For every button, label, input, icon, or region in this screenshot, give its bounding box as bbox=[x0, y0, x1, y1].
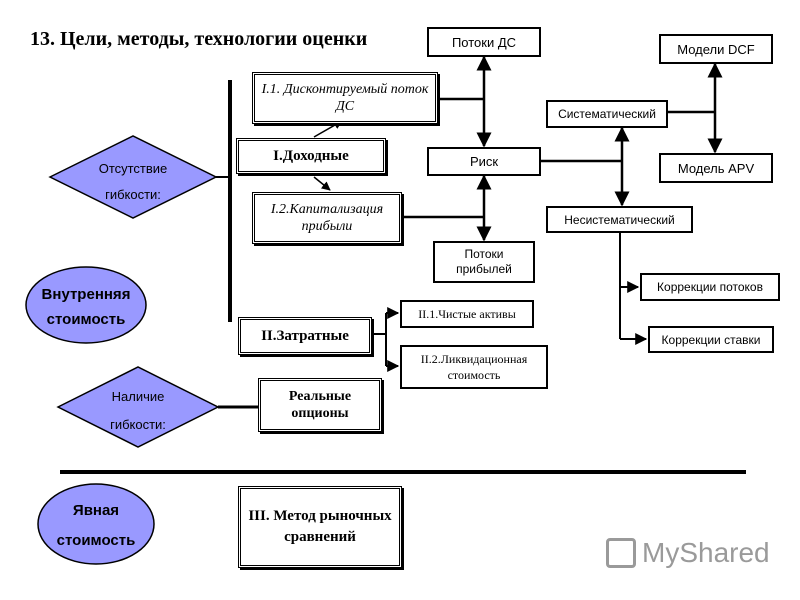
no-flex-label: Отсутствие гибкости: bbox=[80, 156, 186, 208]
internal-line1: Внутренняя bbox=[41, 286, 131, 303]
apv-model-box: Модель APV bbox=[659, 153, 773, 183]
cash-flows-box: Потоки ДС bbox=[427, 27, 541, 57]
rate-correction-box: Коррекции ставки bbox=[648, 326, 774, 353]
profit-flows-box: Потоки прибылей bbox=[433, 241, 535, 283]
dcf-models-box: Модели DCF bbox=[659, 34, 773, 64]
capitalization-method-box: I.2.Капитализация прибыли bbox=[252, 192, 402, 244]
internal-line2: стоимость bbox=[46, 311, 126, 328]
net-assets-box: II.1.Чистые активы bbox=[400, 300, 534, 328]
explicit-value-label: Явная стоимость bbox=[38, 496, 154, 556]
liquidation-box: II.2.Ликвидационная стоимость bbox=[400, 345, 548, 389]
flex-label: Наличие гибкости: bbox=[85, 383, 191, 439]
unsystematic-box: Несистематический bbox=[546, 206, 693, 233]
flex-line2: гибкости: bbox=[110, 417, 166, 432]
explicit-ellipse bbox=[37, 483, 155, 565]
risk-box: Риск bbox=[427, 147, 541, 176]
no-flex-line2: гибкости: bbox=[105, 187, 161, 202]
dcf-method-box: I.1. Дисконтируемый поток ДС bbox=[252, 72, 438, 124]
watermark: MyShared bbox=[606, 533, 786, 573]
income-method-box: I.Доходные bbox=[236, 138, 386, 174]
explicit-line2: стоимость bbox=[56, 532, 136, 549]
flex-line1: Наличие bbox=[111, 389, 165, 404]
flow-correction-box: Коррекции потоков bbox=[640, 273, 780, 301]
page-title: 13. Цели, методы, технологии оценки bbox=[30, 28, 368, 50]
systematic-box: Систематический bbox=[546, 100, 668, 128]
explicit-line1: Явная bbox=[72, 502, 120, 519]
watermark-text: MyShared bbox=[642, 537, 770, 568]
internal-ellipse bbox=[25, 266, 147, 344]
presentation-icon bbox=[606, 538, 636, 568]
market-comparison-box: III. Метод рыночных сравнений bbox=[238, 486, 402, 568]
internal-value-label: Внутренняя стоимость bbox=[26, 282, 146, 332]
no-flex-line1: Отсутствие bbox=[98, 161, 168, 176]
real-options-box: Реальные опционы bbox=[258, 378, 382, 432]
cost-method-box: II.Затратные bbox=[238, 317, 372, 355]
